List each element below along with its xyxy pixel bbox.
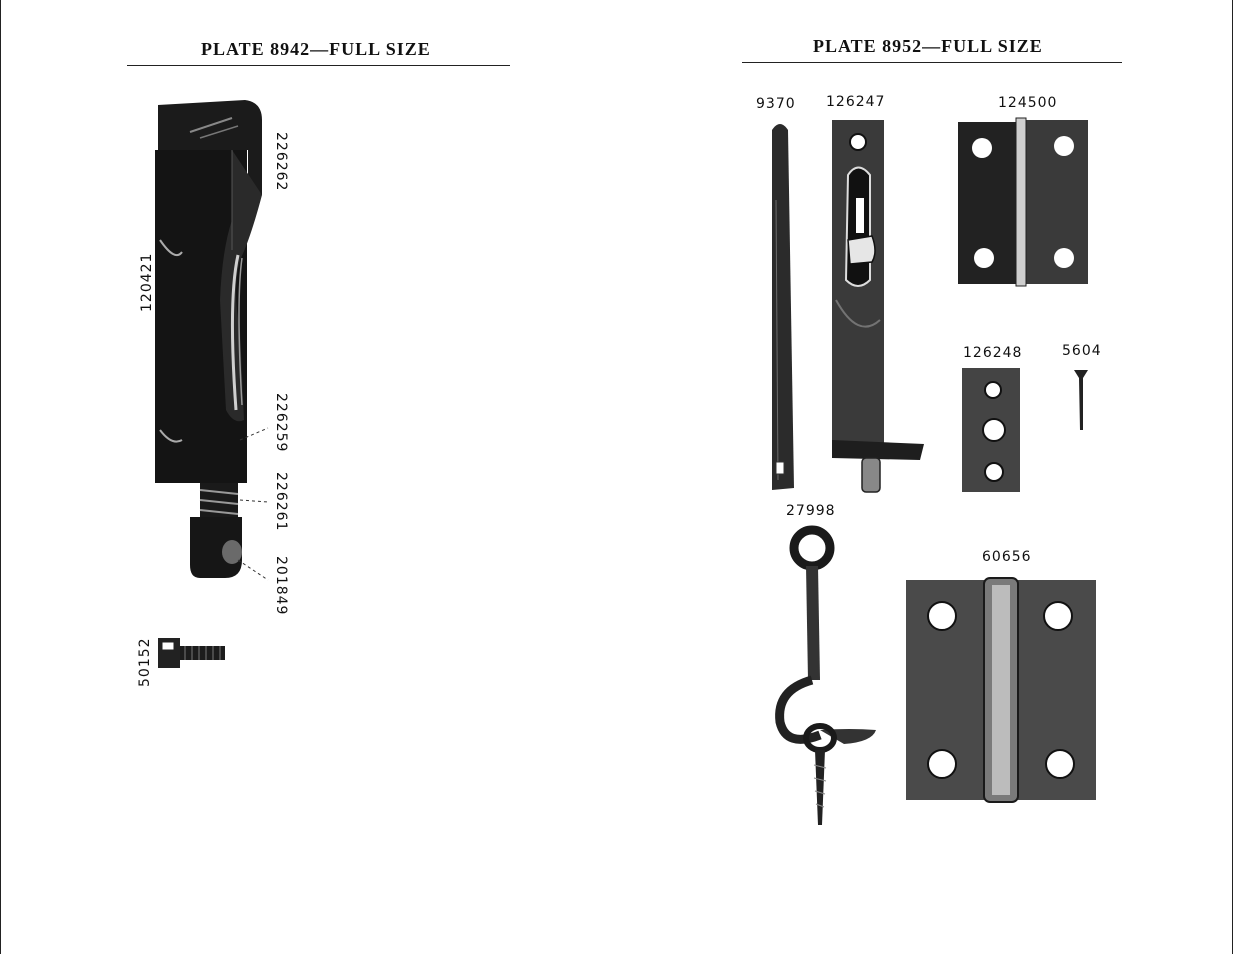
right-page-edge [1232,0,1233,954]
label-27998: 27998 [786,503,836,519]
leader-201849 [237,559,269,581]
nail-shape [1074,370,1088,430]
right-plate-rule [742,62,1122,63]
left-plate-rule [127,65,510,66]
left-page-edge [0,0,1,954]
leader-226261 [239,499,269,503]
label-60656: 60656 [982,549,1032,565]
left-plate-title: PLATE 8942—FULL SIZE [201,39,431,59]
label-5604: 5604 [1062,343,1102,359]
small-hinge-knuckle [1015,117,1027,287]
right-plate-title: PLATE 8952—FULL SIZE [813,36,1043,56]
label-9370: 9370 [756,96,796,112]
screw-shank-shape [180,646,225,660]
slide-bolt-pin-shape [861,457,881,493]
hook-shank-shape [806,566,820,680]
label-126248: 126248 [963,345,1023,361]
hook-eye-ring [789,525,835,571]
leader-226259 [239,427,269,441]
screw-eye-shank [815,750,825,825]
label-126247: 126247 [826,94,886,110]
flat-bar-shape [772,124,794,490]
label-124500: 124500 [998,95,1058,111]
bolt-lever-shape [220,150,262,422]
hook-curve-shape [775,675,822,744]
slide-bolt-foot-shape [832,440,924,460]
